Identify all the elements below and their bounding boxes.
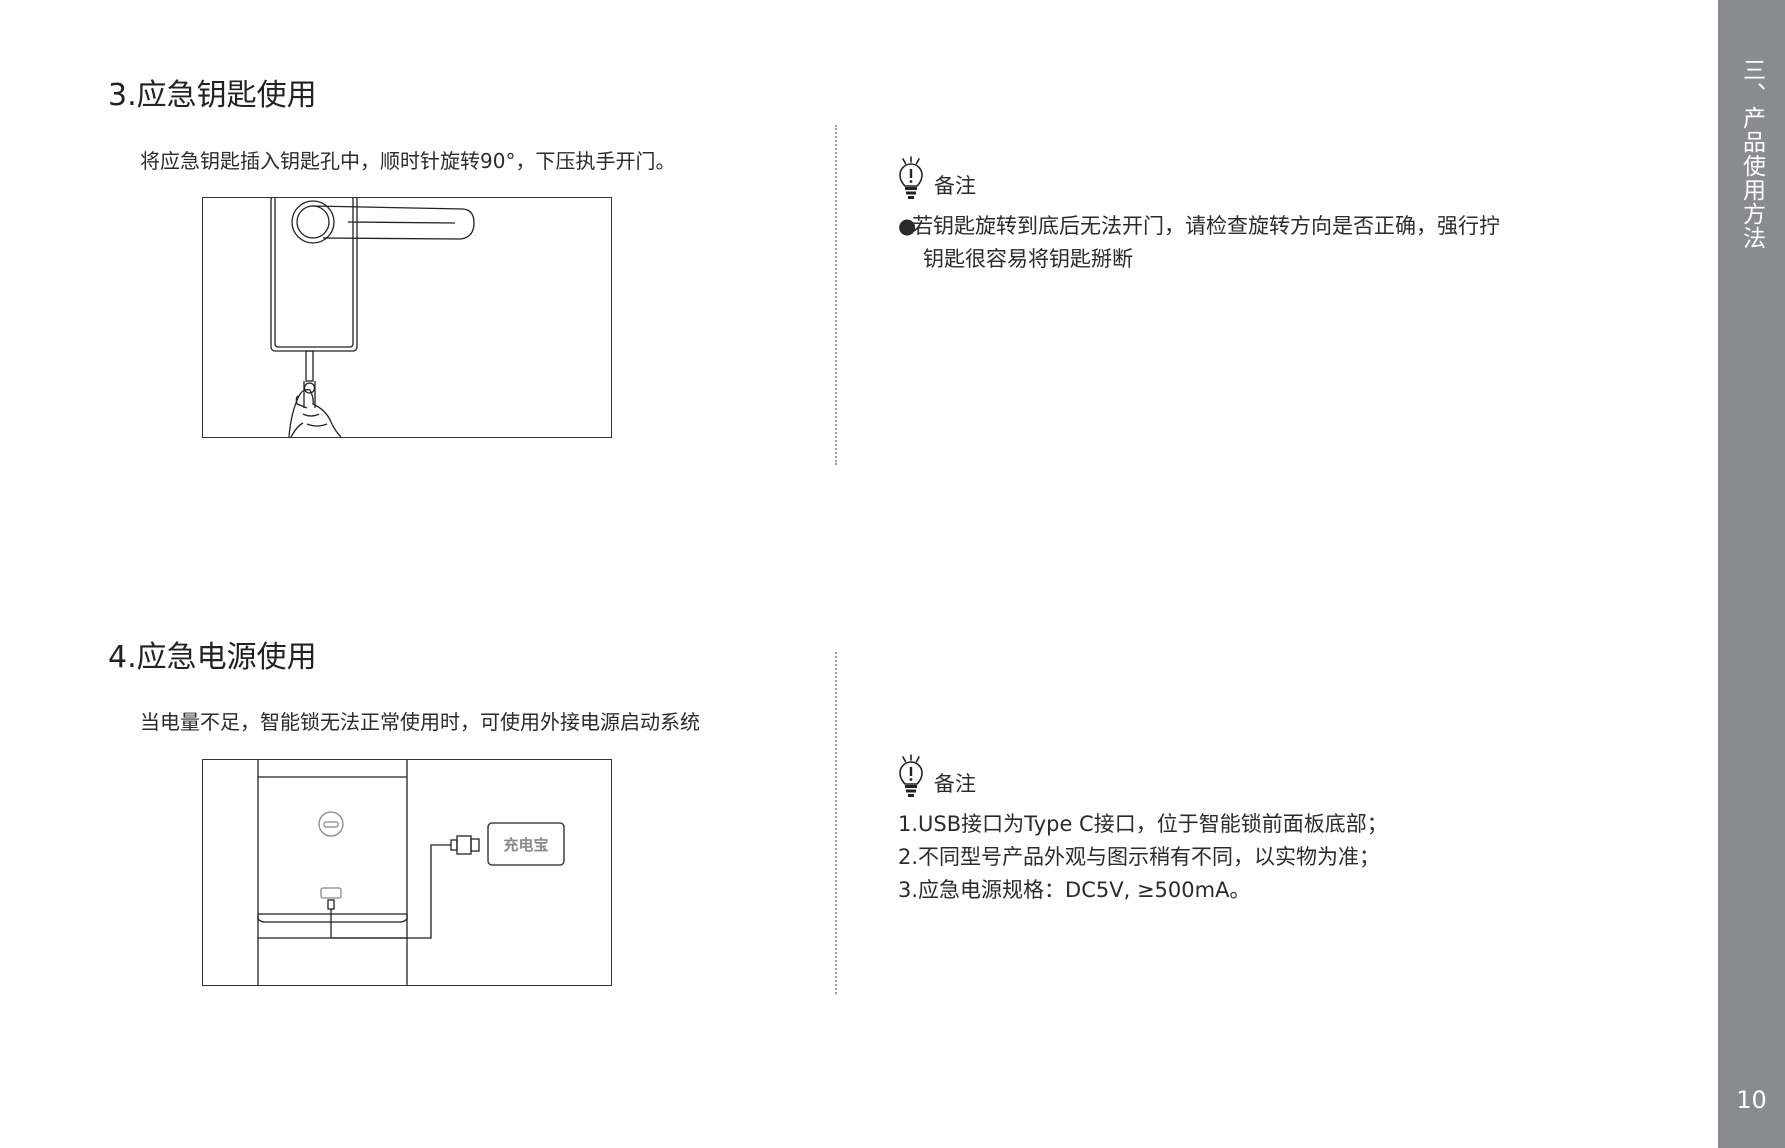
emergency-power-illustration: 充电宝 <box>202 759 612 986</box>
section-4-description: 当电量不足，智能锁无法正常使用时，可使用外接电源启动系统 <box>140 710 700 734</box>
section-3-divider <box>835 125 837 465</box>
door-lock-key-drawing <box>270 195 475 438</box>
chapter-sidebar: 三、产品使用方法 10 <box>1718 0 1785 1148</box>
section-4-title: 4.应急电源使用 <box>108 640 317 675</box>
note-line-2: 2.不同型号产品外观与图示稍有不同，以实物为准； <box>898 845 1381 869</box>
power-bank-connection-drawing: 充电宝 <box>257 760 565 985</box>
section-4-note: 备注 1.USB接口为Type C接口，位于智能锁前面板底部； 2.不同型号产品… <box>898 750 1598 907</box>
section-3-note: 备注 ● 若钥匙旋转到底后无法开门，请检查旋转方向是否正确，强行拧 钥匙很容易将… <box>898 152 1598 276</box>
lightbulb-icon <box>899 754 923 797</box>
lightbulb-icon <box>899 156 923 199</box>
note-label: 备注 <box>934 772 976 796</box>
power-bank-label: 充电宝 <box>503 836 548 854</box>
section-4-divider <box>835 652 837 994</box>
note-label: 备注 <box>934 174 976 198</box>
chapter-title: 三、产品使用方法 <box>1738 58 1765 250</box>
page-number: 10 <box>1736 1086 1767 1114</box>
note-line-2: 钥匙很容易将钥匙掰断 <box>923 247 1133 271</box>
bullet-dot: ● <box>898 214 917 238</box>
section-3-description: 将应急钥匙插入钥匙孔中，顺时针旋转90°，下压执手开门。 <box>140 149 676 173</box>
note-line-1: 1.USB接口为Type C接口，位于智能锁前面板底部； <box>898 812 1388 836</box>
emergency-key-illustration <box>202 195 612 438</box>
section-3-title: 3.应急钥匙使用 <box>108 78 317 113</box>
note-line-1: 若钥匙旋转到底后无法开门，请检查旋转方向是否正确，强行拧 <box>912 214 1500 238</box>
note-line-3: 3.应急电源规格：DC5V, ≥500mA。 <box>898 878 1251 902</box>
